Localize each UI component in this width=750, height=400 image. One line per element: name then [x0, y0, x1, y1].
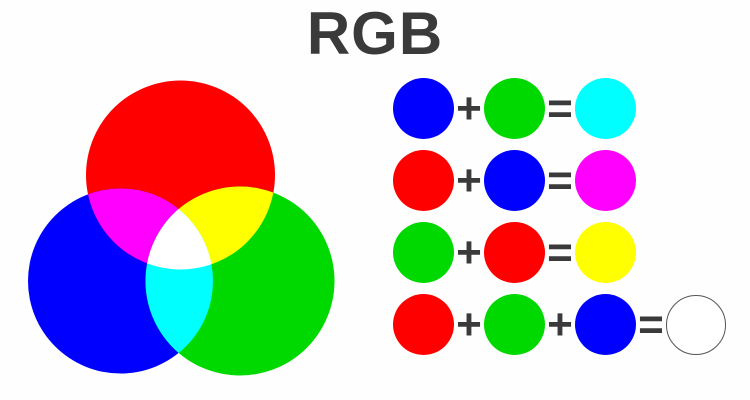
result-circle-magenta [575, 150, 636, 211]
operand-circle-green [393, 222, 454, 283]
equation-row-2: += [393, 150, 726, 211]
result-circle-yellow [575, 222, 636, 283]
plus-operator: + [456, 299, 482, 349]
venn-overlap-white [145, 188, 213, 270]
venn-overlap-group-white [145, 188, 213, 270]
equals-operator: = [547, 83, 573, 133]
plus-operator: + [456, 83, 482, 133]
operand-circle-blue [393, 78, 454, 139]
equals-operator: = [638, 299, 664, 349]
venn-diagram [28, 80, 335, 376]
plus-operator: + [456, 155, 482, 205]
equals-operator: = [547, 155, 573, 205]
equation-row-3: += [393, 222, 726, 283]
operand-circle-red [393, 294, 454, 355]
page-title: RGB [306, 0, 444, 67]
result-circle-white [666, 294, 726, 355]
venn-overlap-group-white [145, 188, 213, 270]
operand-circle-red [484, 222, 545, 283]
equation-row-4: + + = [393, 294, 726, 355]
plus-operator: + [547, 299, 573, 349]
equals-operator: = [547, 227, 573, 277]
operand-circle-blue [484, 150, 545, 211]
equation-row-1: += [393, 78, 726, 139]
equations-panel: +=+=+=++= [393, 78, 726, 355]
result-circle-cyan [575, 78, 636, 139]
operand-circle-green [484, 294, 545, 355]
operand-circle-green [484, 78, 545, 139]
operand-circle-red [393, 150, 454, 211]
plus-operator: + [456, 227, 482, 277]
operand-circle-blue [575, 294, 636, 355]
